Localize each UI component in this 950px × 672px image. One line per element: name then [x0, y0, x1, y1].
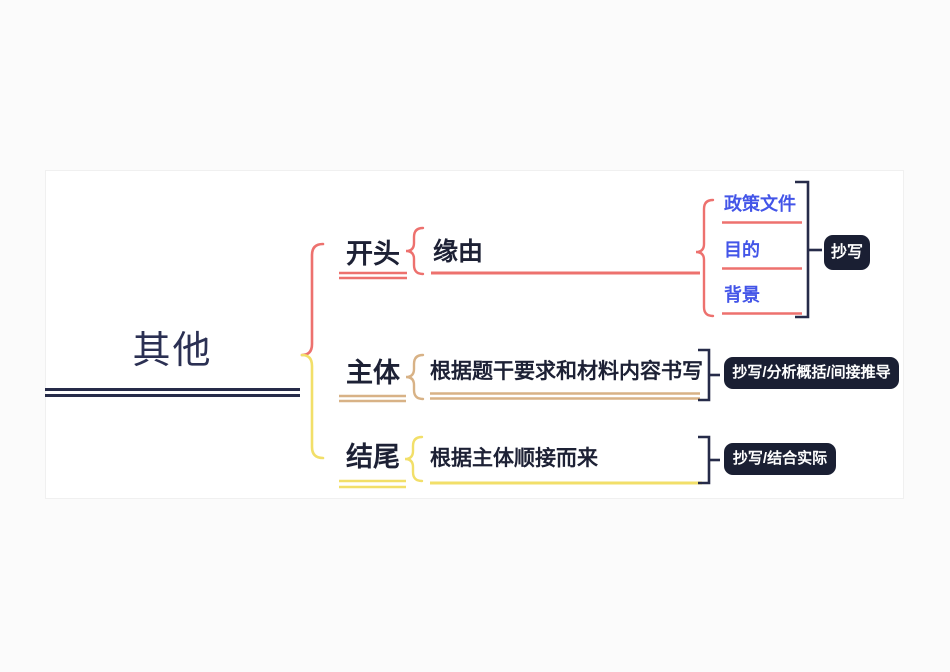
- branch-node-kaitou[interactable]: 开头: [346, 239, 400, 269]
- child-node-ending-rule[interactable]: 根据主体顺接而来: [430, 447, 598, 470]
- leaf-node-background[interactable]: 背景: [724, 285, 760, 305]
- badge-copy-practical[interactable]: 抄写/结合实际: [724, 443, 836, 475]
- branch-node-zhuti[interactable]: 主体: [346, 358, 400, 388]
- root-node[interactable]: 其他: [132, 330, 213, 372]
- badge-copy-analyze-infer[interactable]: 抄写/分析概括/间接推导: [724, 357, 899, 389]
- badge-copy[interactable]: 抄写: [824, 235, 870, 270]
- leaf-node-purpose[interactable]: 目的: [724, 240, 760, 260]
- branch-node-jiewei[interactable]: 结尾: [346, 442, 400, 472]
- child-node-body-rule[interactable]: 根据题干要求和材料内容书写: [430, 360, 703, 383]
- child-node-yuanyou[interactable]: 缘由: [433, 238, 484, 266]
- leaf-node-policy-doc[interactable]: 政策文件: [724, 194, 796, 214]
